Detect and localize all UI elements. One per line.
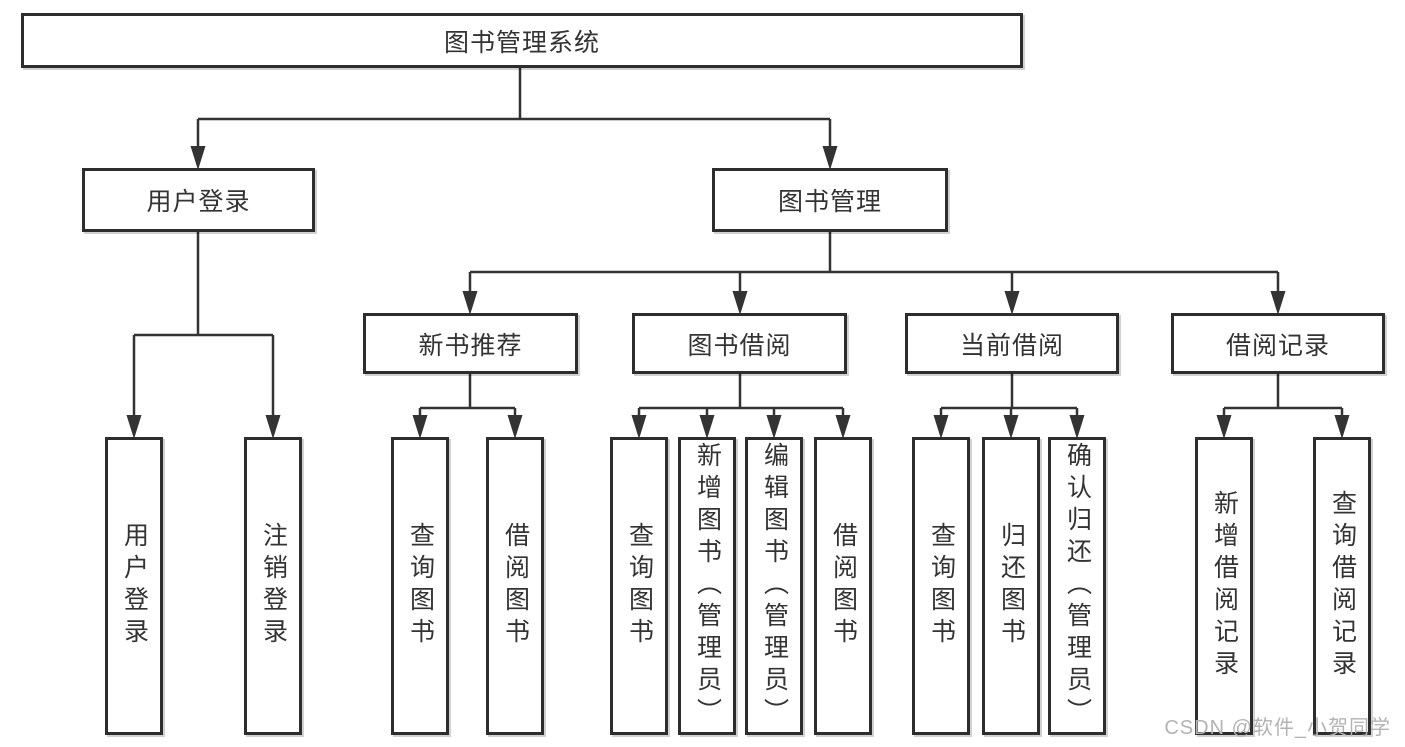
node-borrow-record-label: 借阅记录 [1225,331,1330,360]
leaf-query-book-current: 查询图书 [912,437,970,735]
node-root-label: 图书管理系统 [443,28,600,57]
node-current-borrow-label: 当前借阅 [959,331,1064,360]
leaf-query-book-recommend: 查询图书 [391,437,449,735]
leaf-confirm-return-admin-label: 确认归还（管理员） [1063,442,1092,730]
leaf-confirm-return-admin: 确认归还（管理员） [1048,437,1106,735]
leaf-borrow-book-label: 借阅图书 [829,522,858,650]
leaf-add-borrow-record-label: 新增借阅记录 [1210,490,1239,682]
leaf-return-book-label: 归还图书 [997,522,1026,650]
leaf-query-book-recommend-label: 查询图书 [406,522,435,650]
leaf-borrow-book: 借阅图书 [814,437,872,735]
node-user-login: 用户登录 [82,168,315,232]
connector-lines [132,68,1344,418]
node-new-book-recommend: 新书推荐 [363,313,578,374]
leaf-query-borrow-record-label: 查询借阅记录 [1328,490,1357,682]
leaf-return-book: 归还图书 [982,437,1040,735]
leaf-add-borrow-record: 新增借阅记录 [1195,437,1253,735]
leaf-edit-book-admin-label: 编辑图书（管理员） [760,442,789,730]
node-borrow-record: 借阅记录 [1171,313,1385,374]
node-book-management-label: 图书管理 [777,188,882,216]
leaf-query-book-borrow: 查询图书 [610,437,668,735]
leaf-query-borrow-record: 查询借阅记录 [1313,437,1371,735]
leaf-borrow-book-recommend: 借阅图书 [486,437,544,735]
node-current-borrow: 当前借阅 [905,313,1119,374]
leaf-add-book-admin-label: 新增图书（管理员） [693,442,722,730]
node-root: 图书管理系统 [21,13,1023,68]
leaf-query-book-current-label: 查询图书 [927,522,956,650]
csdn-watermark: CSDN @软件_小贺同学 [1164,717,1391,739]
node-book-management: 图书管理 [712,168,948,232]
leaf-logout: 注销登录 [244,437,302,735]
leaf-query-book-borrow-label: 查询图书 [625,522,654,650]
leaf-logout-label: 注销登录 [259,522,288,650]
arrowheads [126,146,1350,439]
node-book-borrow-label: 图书借阅 [687,331,792,360]
node-book-borrow: 图书借阅 [632,313,847,374]
node-user-login-label: 用户登录 [146,188,251,216]
leaf-borrow-book-recommend-label: 借阅图书 [501,522,530,650]
leaf-user-login-label: 用户登录 [120,522,149,650]
node-new-book-recommend-label: 新书推荐 [418,331,523,360]
leaf-user-login: 用户登录 [105,437,163,735]
leaf-edit-book-admin: 编辑图书（管理员） [745,437,803,735]
leaf-add-book-admin: 新增图书（管理员） [678,437,736,735]
